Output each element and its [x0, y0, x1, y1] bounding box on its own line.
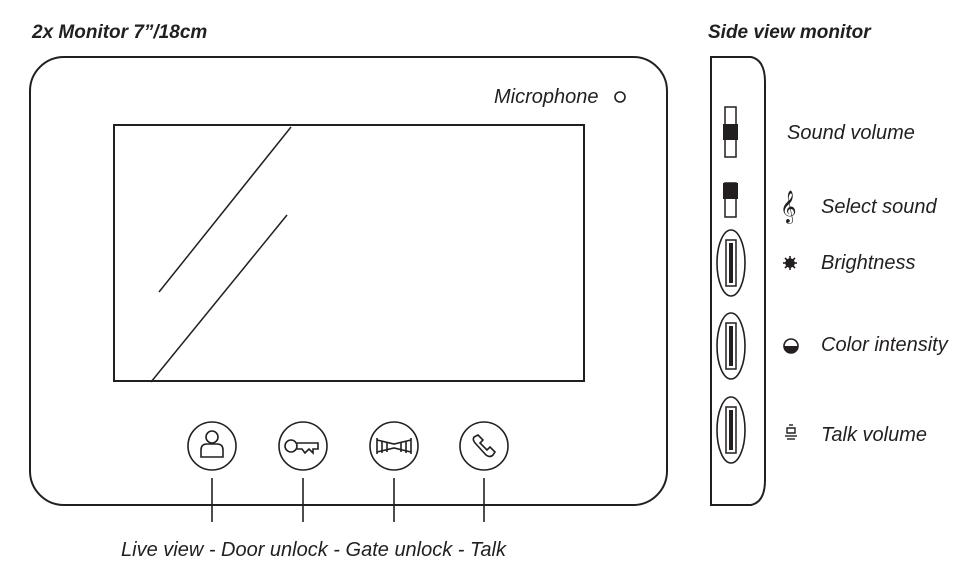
talk-volume-label: Talk volume — [821, 424, 927, 446]
side-view-title: Side view monitor — [708, 22, 871, 43]
brightness-wheel[interactable] — [716, 229, 746, 297]
monitor-body — [29, 56, 668, 506]
talk-volume-wheel[interactable] — [716, 396, 746, 464]
gate-icon — [376, 438, 412, 454]
handset-icon — [472, 434, 497, 458]
microphone-icon — [614, 91, 626, 103]
key-icon — [284, 439, 319, 455]
sun-icon — [783, 256, 797, 270]
live-view-button[interactable] — [187, 421, 237, 471]
sound-volume-slider[interactable] — [723, 106, 738, 158]
monitor-screen — [113, 124, 585, 382]
color-intensity-label: Color intensity — [821, 334, 948, 356]
talk-button[interactable] — [459, 421, 509, 471]
brightness-label: Brightness — [821, 252, 916, 274]
treble-clef-icon: 𝄞 — [780, 190, 797, 224]
person-icon — [200, 430, 224, 458]
color-intensity-wheel[interactable] — [716, 312, 746, 380]
screen-reflection-line — [158, 126, 292, 293]
side-view-body — [710, 56, 766, 506]
microphone-label: Microphone — [494, 86, 599, 108]
gate-unlock-button[interactable] — [369, 421, 419, 471]
monitor-title: 2x Monitor 7”/18cm — [32, 22, 208, 43]
sound-volume-label: Sound volume — [787, 122, 915, 144]
door-unlock-button[interactable] — [278, 421, 328, 471]
speaker-icon — [785, 424, 797, 440]
buttons-caption: Live view - Door unlock - Gate unlock - … — [121, 539, 506, 561]
select-sound-slider[interactable] — [723, 182, 738, 218]
screen-reflection-line — [150, 214, 288, 383]
select-sound-label: Select sound — [821, 196, 937, 218]
half-circle-icon — [783, 338, 799, 354]
